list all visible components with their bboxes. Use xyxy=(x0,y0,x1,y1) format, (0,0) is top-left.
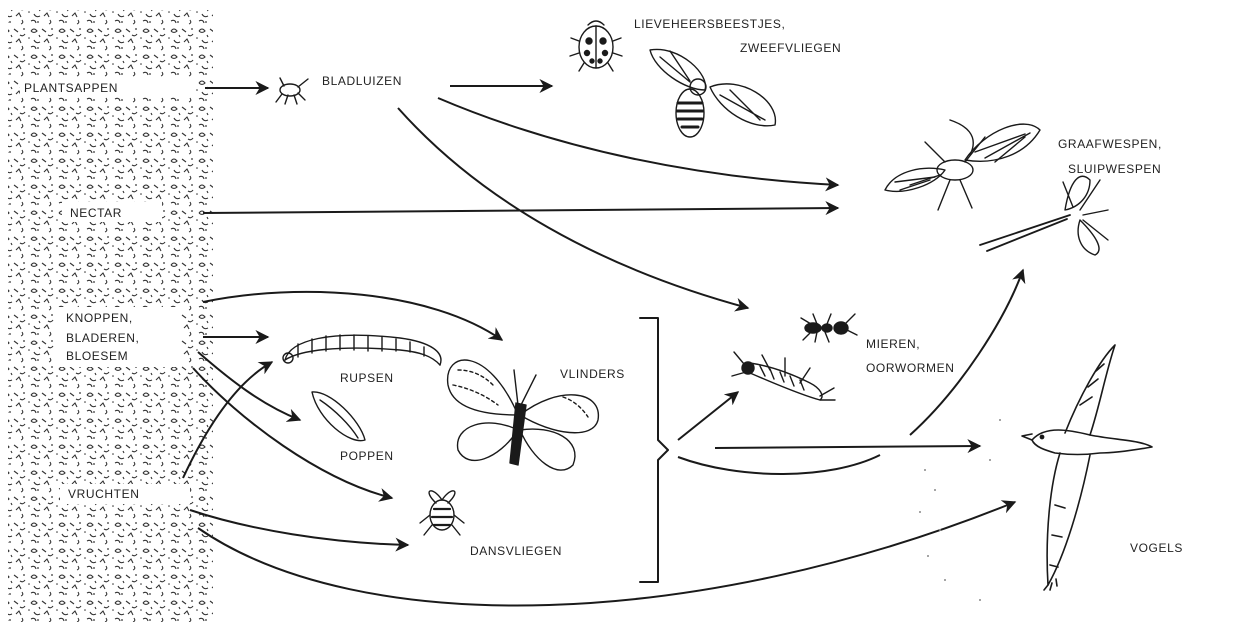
label-dansvliegen: DANSVLIEGEN xyxy=(470,544,562,558)
arrow-vruchten-vogels xyxy=(198,502,1015,606)
label-bladeren: BLADEREN, xyxy=(66,331,139,345)
arrow-bladluizen-sluipwespen xyxy=(438,98,838,185)
label-vlinders: VLINDERS xyxy=(560,367,625,381)
aphid-icon xyxy=(276,78,308,104)
label-vogels: VOGELS xyxy=(1130,541,1183,555)
label-mieren: MIEREN, xyxy=(866,337,920,351)
arrow-insecten-mieren xyxy=(678,392,738,440)
caterpillar-icon xyxy=(283,335,441,365)
label-vruchten: VRUCHTEN xyxy=(68,487,139,501)
wasp-icon xyxy=(885,120,1040,210)
label-poppen: POPPEN xyxy=(340,449,394,463)
ladybird-icon xyxy=(570,21,622,71)
ichneumon-icon xyxy=(980,176,1108,255)
label-oorwormen: OORWORMEN xyxy=(866,361,955,375)
label-bloesem: BLOESEM xyxy=(66,349,128,363)
arrow-nectar-sluipwespen xyxy=(203,208,838,213)
label-rupsen: RUPSEN xyxy=(340,371,394,385)
arrow-vruchten-dansvliegen xyxy=(190,510,408,545)
label-nectar: NECTAR xyxy=(70,206,122,220)
label-sluipwespen: SLUIPWESPEN xyxy=(1068,162,1161,176)
arrow-knoppen-vlinders xyxy=(203,292,502,340)
arrow-insecten-vogels-main xyxy=(715,446,980,448)
ant-icon xyxy=(801,314,857,342)
fly-icon xyxy=(420,491,464,535)
arrow-bladluizen-mieren xyxy=(398,108,748,308)
label-plantsappen: PLANTSAPPEN xyxy=(24,81,118,95)
arrow-insecten-vogels xyxy=(678,455,880,474)
label-bladluizen: BLADLUIZEN xyxy=(322,74,402,88)
insect-group-brace xyxy=(640,318,668,582)
earwig-icon xyxy=(732,352,835,400)
label-graafwespen: GRAAFWESPEN, xyxy=(1058,137,1162,151)
label-zweefvliegen: ZWEEFVLIEGEN xyxy=(740,41,841,55)
arrow-vogels-sluipwespen xyxy=(910,270,1023,435)
pupa-icon xyxy=(312,392,365,441)
label-lieveheersbeestjes: LIEVEHEERSBEESTJES, xyxy=(634,17,785,31)
hoverfly-icon xyxy=(650,49,775,137)
label-knoppen: KNOPPEN, xyxy=(66,311,133,325)
